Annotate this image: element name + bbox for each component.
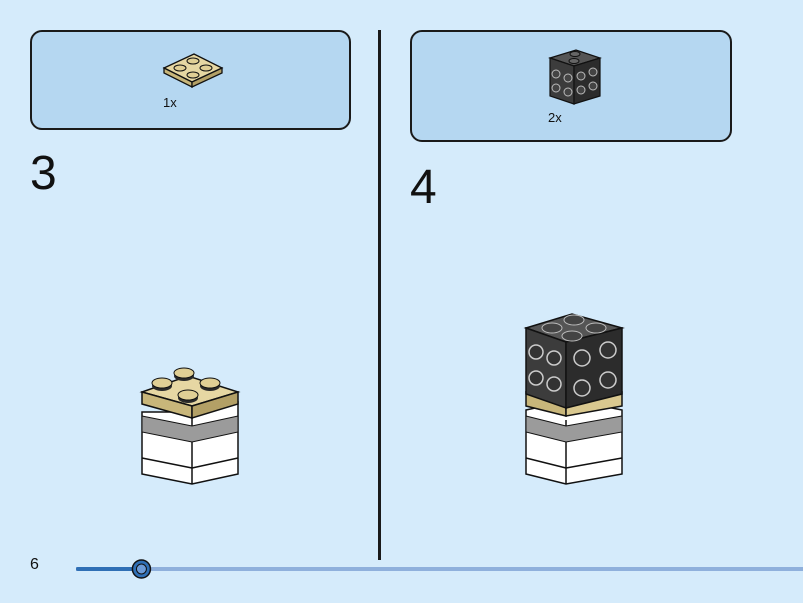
page-number: 6 [30, 556, 39, 573]
step-divider [378, 30, 381, 560]
step-number: 4 [410, 161, 437, 214]
part-quantity: 1x [163, 95, 177, 110]
progress-track [76, 567, 803, 571]
step-number: 3 [30, 147, 57, 200]
part-quantity: 2x [548, 110, 562, 125]
step-3-assembly-illustration [139, 367, 241, 485]
tan-plate-part-icon [162, 53, 224, 89]
progress-bar [76, 559, 803, 579]
black-brick-part-icon [548, 49, 602, 105]
step-4-assembly-illustration [523, 313, 625, 485]
